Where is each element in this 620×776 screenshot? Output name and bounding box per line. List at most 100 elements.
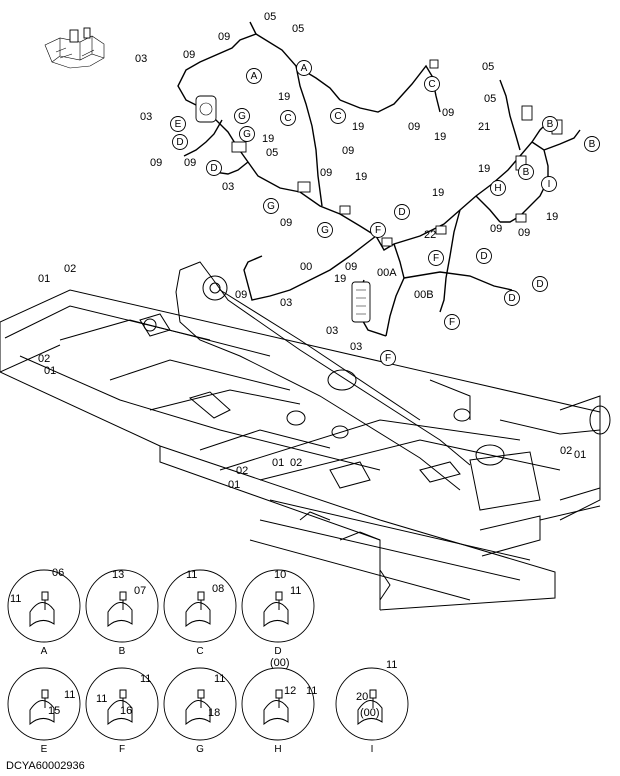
part-number-label: 09 xyxy=(184,157,196,169)
detail-part-label: 06 xyxy=(52,567,64,579)
detail-part-label: 18 xyxy=(208,707,220,719)
part-number-label: 05 xyxy=(482,61,494,73)
part-number-label: 19 xyxy=(432,187,444,199)
part-number-label: 03 xyxy=(140,111,152,123)
callout-g: G xyxy=(234,108,250,124)
part-number-label: 05 xyxy=(266,147,278,159)
callout-d: D xyxy=(532,276,548,292)
callout-e: E xyxy=(170,116,186,132)
callout-label: G xyxy=(321,225,329,236)
part-number-label: 09 xyxy=(342,145,354,157)
part-number-label: 03 xyxy=(326,325,338,337)
part-number-label: 19 xyxy=(262,133,274,145)
callout-label: A xyxy=(251,71,258,82)
orientation-icon xyxy=(44,27,105,69)
callout-label: D xyxy=(210,163,217,174)
part-number-label: 19 xyxy=(478,163,490,175)
callout-d: D xyxy=(504,290,520,306)
detail-letter: E xyxy=(41,744,48,755)
detail-part-label: 11 xyxy=(64,689,75,701)
part-number-label: 19 xyxy=(278,91,290,103)
callout-c: C xyxy=(424,76,440,92)
callout-a: A xyxy=(296,60,312,76)
part-number-label: 05 xyxy=(484,93,496,105)
callout-label: H xyxy=(494,183,501,194)
part-number-label: 05 xyxy=(264,11,276,23)
detail-part-label: 11 xyxy=(140,673,151,685)
part-number-label: 09 xyxy=(280,217,292,229)
detail-part-label: 07 xyxy=(134,585,146,597)
part-number-label: 02 xyxy=(64,263,76,275)
detail-g: G 11 18 xyxy=(163,667,237,755)
callout-label: C xyxy=(284,113,291,124)
detail-letter: D xyxy=(274,646,281,657)
part-number-label: 19 xyxy=(334,273,346,285)
detail-letter: B xyxy=(119,646,126,657)
part-number-label: 01 xyxy=(44,365,56,377)
detail-part-label: 08 xyxy=(212,583,224,595)
detail-group: A0611B1307C1108D1011E1115F111116G1118H(0… xyxy=(7,567,409,755)
callout-label: F xyxy=(433,253,439,264)
callout-d: D xyxy=(476,248,492,264)
part-number-label: 09 xyxy=(490,223,502,235)
part-number-label: 09 xyxy=(518,227,530,239)
part-number-label: 03 xyxy=(222,181,234,193)
callout-label: E xyxy=(175,119,182,130)
detail-letter: I xyxy=(371,744,374,755)
callout-b: B xyxy=(542,116,558,132)
part-number-label: 03 xyxy=(135,53,147,65)
callout-label: F xyxy=(385,353,391,364)
callout-d: D xyxy=(172,134,188,150)
detail-letter: H xyxy=(274,744,281,755)
callout-g: G xyxy=(317,222,333,238)
callout-a: A xyxy=(246,68,262,84)
callout-f: F xyxy=(370,222,386,238)
callout-b: B xyxy=(584,136,600,152)
part-number-label: 09 xyxy=(442,107,454,119)
detail-letter: A xyxy=(41,646,48,657)
callout-label: C xyxy=(428,79,435,90)
callout-label: G xyxy=(238,111,246,122)
callout-f: F xyxy=(380,350,396,366)
detail-letter: F xyxy=(119,744,125,755)
detail-letter: C xyxy=(196,646,203,657)
detail-part-label: 12 xyxy=(284,685,296,697)
callout-label: D xyxy=(536,279,543,290)
part-number-label: 09 xyxy=(320,167,332,179)
callout-i: I xyxy=(541,176,557,192)
callout-f: F xyxy=(444,314,460,330)
part-number-label: 09 xyxy=(408,121,420,133)
detail-part-label: 20 xyxy=(356,691,368,703)
machine-frame xyxy=(0,261,611,611)
part-number-label: 09 xyxy=(345,261,357,273)
part-number-label: 09 xyxy=(235,289,247,301)
callout-label: F xyxy=(449,317,455,328)
part-number-label: 02 xyxy=(38,353,50,365)
callout-label: B xyxy=(523,167,530,178)
detail-part-label: 11 xyxy=(306,685,317,697)
part-number-label: 03 xyxy=(280,297,292,309)
part-number-label: 01 xyxy=(228,479,240,491)
detail-part-label: (00) xyxy=(270,657,290,669)
detail-letter: G xyxy=(196,744,204,755)
callout-label: F xyxy=(375,225,381,236)
callout-label: C xyxy=(334,111,341,122)
part-number-label: 00B xyxy=(414,289,434,301)
part-number-label: 02 xyxy=(560,445,572,457)
callout-b: B xyxy=(518,164,534,180)
part-number-label: 21 xyxy=(478,121,490,133)
detail-part-label: 11 xyxy=(10,593,21,605)
callout-g: G xyxy=(263,198,279,214)
document-code: DCYA60002936 xyxy=(6,760,85,772)
part-number-label: 01 xyxy=(574,449,586,461)
part-number-label: 00A xyxy=(377,267,397,279)
detail-h: H (00) 12 11 xyxy=(241,657,317,755)
detail-part-label: 11 xyxy=(186,569,197,581)
part-number-label: 01 xyxy=(38,273,50,285)
detail-part-label: 11 xyxy=(214,673,225,685)
